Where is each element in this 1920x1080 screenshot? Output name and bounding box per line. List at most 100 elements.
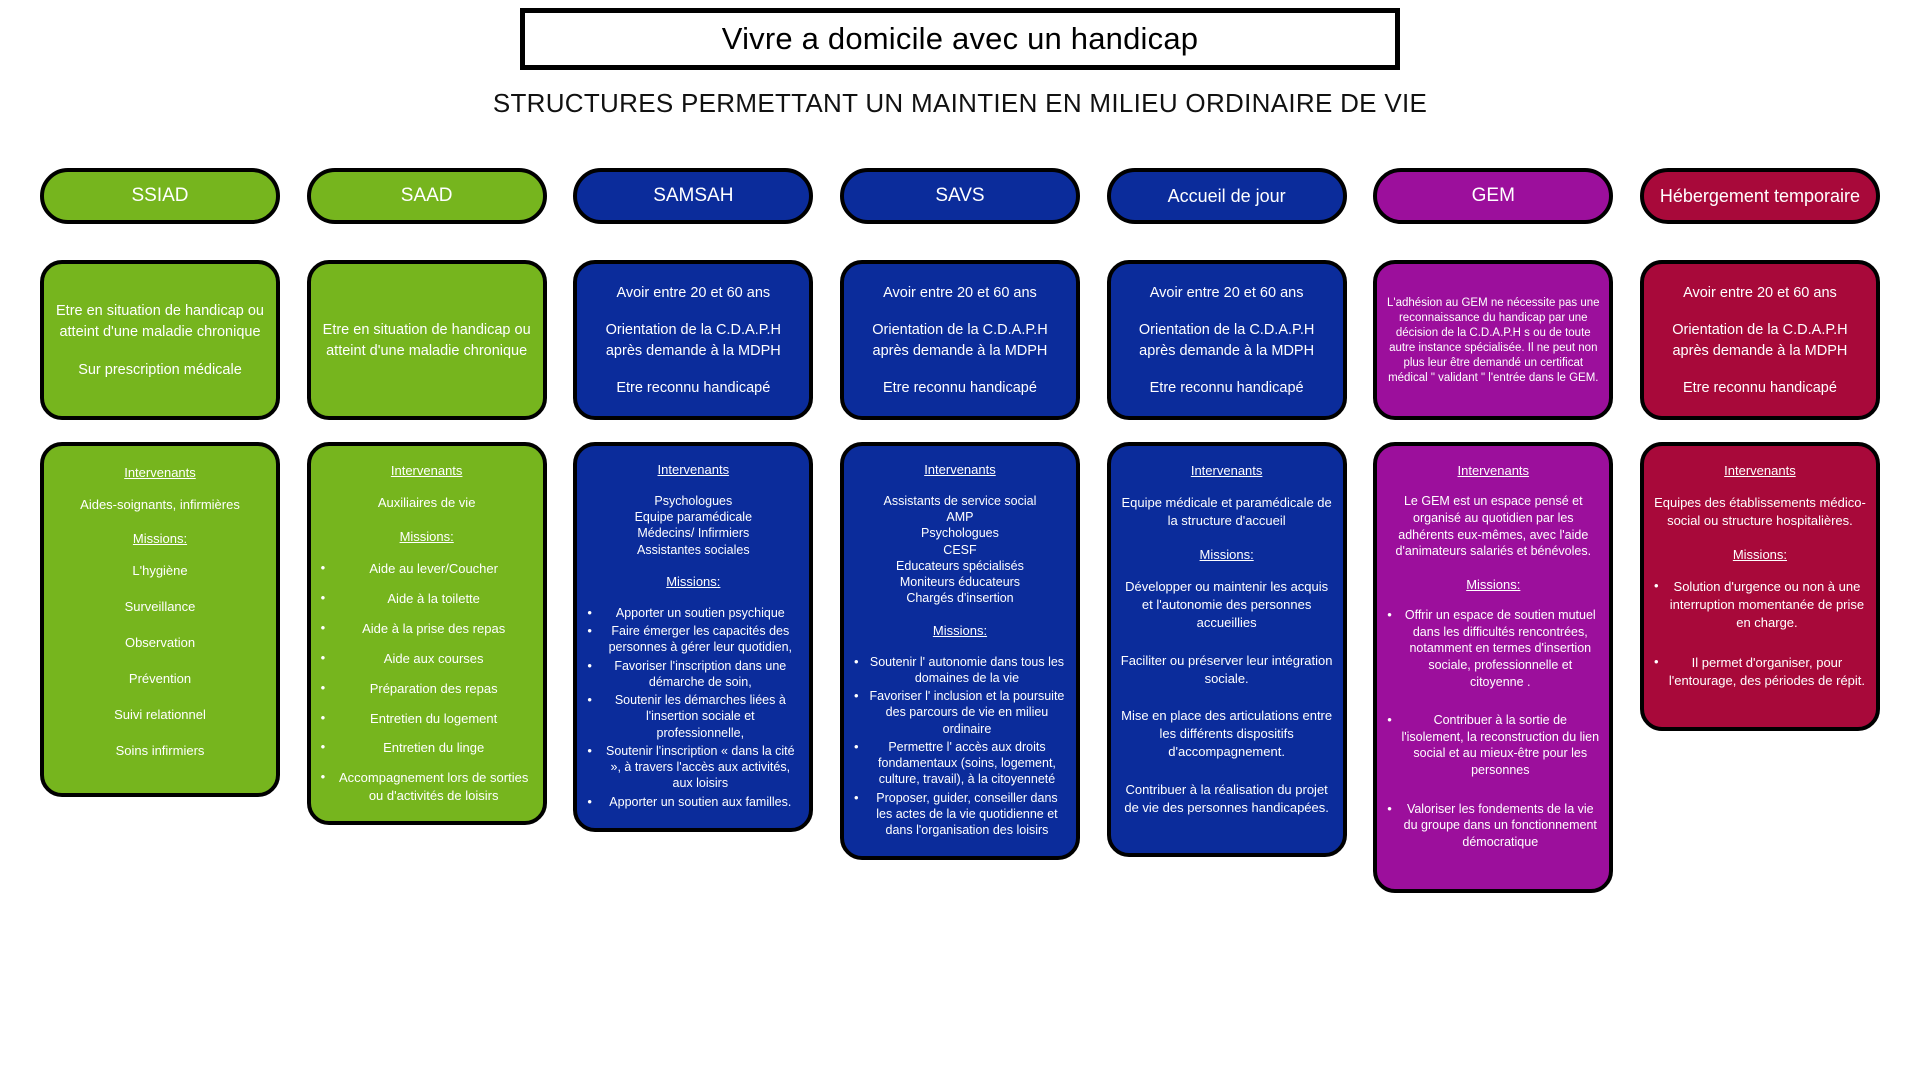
missions-list: Solution d'urgence ou non à une interrup… (1652, 577, 1868, 690)
structure-title-accueil[interactable]: Accueil de jour (1106, 168, 1347, 224)
intervenants-list: Equipes des établissements médico-social… (1652, 494, 1868, 530)
mission-item: Contribuer à la sortie de l'isolement, l… (1385, 711, 1601, 779)
mission-item: Accompagnement lors de sorties ou d'acti… (319, 768, 535, 805)
criteria-item: Orientation de la C.D.A.P.H après demand… (605, 321, 782, 359)
mission-item: Offrir un espace de soutien mutuel dans … (1385, 606, 1601, 690)
structures-board: SSIAD Etre en situation de handicap ou at… (40, 168, 1880, 1048)
structure-column-saad: SAAD Etre en situation de handicap ou att… (306, 168, 547, 826)
page-title: Vivre a domicile avec un handicap (721, 21, 1199, 56)
intervenants-list: Aides-soignants, infirmières (52, 496, 268, 514)
intervenant-item: Educateurs spécialisés (896, 558, 1024, 573)
structure-title-samsah[interactable]: SAMSAH (573, 168, 814, 224)
mission-item: Contribuer à la réalisation du projet de… (1124, 782, 1329, 816)
intervenant-item: Equipes des établissements médico-social… (1654, 494, 1866, 528)
intervenant-item: AMP (946, 510, 974, 525)
intervenant-item: Equipe paramédicale (634, 510, 753, 525)
criteria-item: Orientation de la C.D.A.P.H après demand… (1672, 321, 1848, 359)
criteria-item: Etre en situation de handicap ou atteint… (56, 303, 264, 341)
intervenant-item: Aides-soignants, infirmières (80, 496, 240, 512)
structure-column-ssiad: SSIAD Etre en situation de handicap ou at… (40, 168, 280, 798)
mission-item: Prévention (128, 670, 192, 686)
criteria-item: Avoir entre 20 et 60 ans (883, 284, 1037, 301)
intervenant-item: Le GEM est un espace pensé et organisé a… (1395, 494, 1592, 559)
structure-title-gem[interactable]: GEM (1373, 168, 1614, 224)
criteria-item: Sur prescription médicale (78, 361, 242, 378)
mission-item: Préparation des repas (319, 679, 535, 698)
mission-item: Favoriser l'inscription dans une démarch… (585, 657, 801, 691)
criteria-item: Etre reconnu handicapé (616, 380, 771, 397)
section-label-intervenants: Intervenants (1724, 463, 1796, 478)
mission-item: Favoriser l' inclusion et la poursuite d… (852, 687, 1068, 737)
intervenant-item: Assistantes sociales (637, 542, 750, 557)
missions-list: Développer ou maintenir les acquis et l'… (1119, 578, 1335, 817)
mission-item: Aide à la prise des repas (319, 619, 535, 638)
mission-item: Soutenir l' autonomie dans tous les doma… (852, 653, 1068, 687)
mission-item: L'hygiène (132, 562, 188, 578)
missions-list: Offrir un espace de soutien mutuel dans … (1385, 606, 1601, 851)
intervenant-item: Moniteurs éducateurs (899, 575, 1021, 590)
intervenants-list: Le GEM est un espace pensé et organisé a… (1385, 493, 1601, 560)
mission-item: Soutenir les démarches liées à l'inserti… (585, 691, 801, 741)
section-label-intervenants: Intervenants (1457, 463, 1530, 478)
criteria-item: Etre en situation de handicap ou atteint… (322, 321, 531, 359)
mission-item: Observation (124, 634, 196, 650)
section-label-intervenants: Intervenants (657, 462, 730, 477)
criteria-item: Avoir entre 20 et 60 ans (616, 284, 771, 301)
missions-list: Soutenir l' autonomie dans tous les doma… (852, 653, 1068, 839)
intervenant-item: Assistants de service social (883, 493, 1037, 508)
criteria-item: Etre reconnu handicapé (1149, 380, 1304, 397)
section-label-intervenants: Intervenants (924, 462, 996, 477)
section-label-missions: Missions: (399, 528, 454, 544)
structure-title-hebergement[interactable]: Hébergement temporaire (1639, 168, 1880, 224)
criteria-item: Orientation de la C.D.A.P.H après demand… (872, 321, 1048, 359)
mission-item: Aide aux courses (319, 649, 535, 668)
mission-item: Entretien du logement (319, 709, 535, 728)
section-label-missions: Missions: (132, 530, 188, 546)
criteria-card-saad: Etre en situation de handicap ou atteint… (306, 260, 547, 420)
structure-title-saad[interactable]: SAAD (306, 168, 547, 224)
structure-title-ssiad[interactable]: SSIAD (40, 168, 280, 224)
mission-item: Soins infirmiers (115, 742, 205, 758)
structure-column-gem: GEM L'adhésion au GEM ne nécessite pas un… (1373, 168, 1614, 893)
intervenant-item: Psychologues (921, 526, 999, 541)
intervenant-item: Auxiliaires de vie (377, 494, 476, 510)
section-label-intervenants: Intervenants (124, 465, 196, 480)
section-label-missions: Missions: (666, 573, 721, 589)
mission-item: Surveillance (124, 598, 196, 614)
mission-item: Apporter un soutien aux familles. (585, 793, 801, 811)
intervenants-list: Equipe médicale et paramédicale de la st… (1119, 494, 1335, 530)
mission-item: Suivi relationnel (114, 706, 206, 722)
mission-item: Valoriser les fondements de la vie du gr… (1385, 800, 1601, 851)
criteria-item: Avoir entre 20 et 60 ans (1683, 284, 1837, 301)
structure-title-savs[interactable]: SAVS (839, 168, 1080, 224)
intervenant-item: Chargés d'insertion (906, 591, 1014, 606)
mission-item: Proposer, guider, conseiller dans les ac… (852, 789, 1068, 839)
intervenant-item: Equipe médicale et paramédicale de la st… (1121, 494, 1332, 528)
mission-item: Soutenir l'inscription « dans la cité »,… (585, 742, 801, 792)
intervenant-item: CESF (943, 542, 977, 557)
mission-item: Solution d'urgence ou non à une interrup… (1652, 577, 1868, 632)
main-title-box: Vivre a domicile avec un handicap (520, 8, 1400, 70)
missions-list: Aide au lever/CoucherAide à la toiletteA… (319, 559, 535, 805)
missions-list: Apporter un soutien psychiqueFaire émerg… (585, 604, 801, 811)
mission-item: Faire émerger les capacités des personne… (585, 622, 801, 656)
section-label-missions: Missions: (932, 622, 988, 638)
mission-item: Faciliter ou préserver leur intégration … (1120, 652, 1333, 686)
criteria-card-gem: L'adhésion au GEM ne nécessite pas une r… (1373, 260, 1614, 420)
mission-item: Permettre l' accès aux droits fondamenta… (852, 738, 1068, 788)
mission-item: Entretien du linge (319, 738, 535, 757)
section-label-missions: Missions: (1466, 576, 1521, 592)
